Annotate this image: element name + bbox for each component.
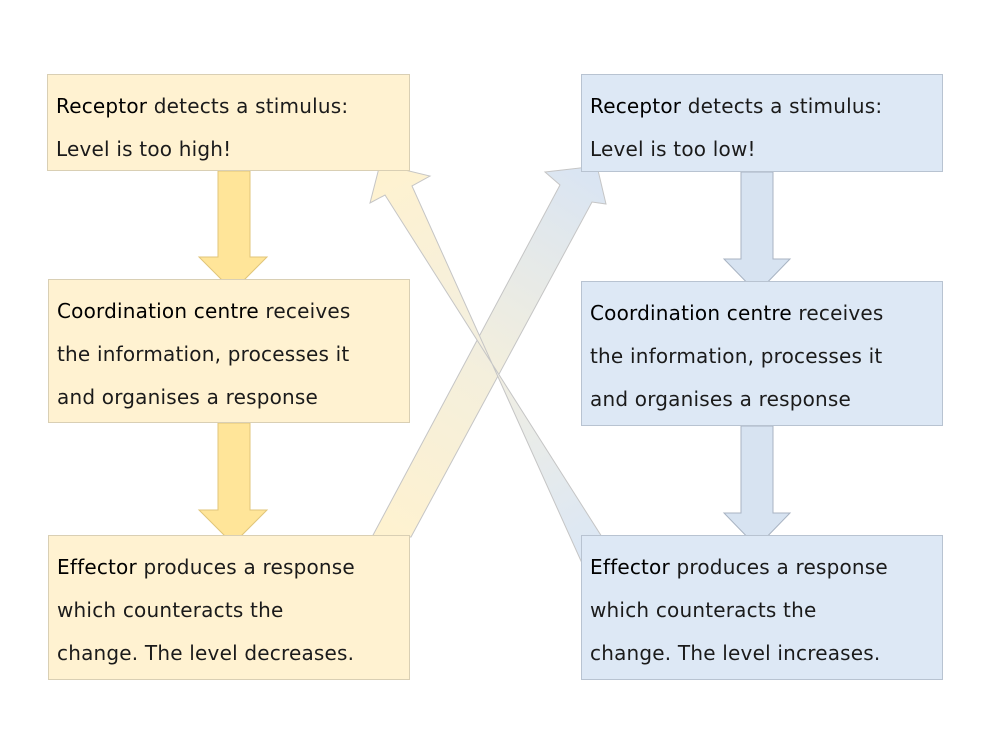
- left-effector-box: Effector produces a response which count…: [48, 535, 410, 680]
- right-coordination-line-1: Coordination centre receives: [590, 292, 934, 335]
- right-coordination-term: Coordination centre: [590, 301, 792, 325]
- left-receptor-text-1: detects a stimulus:: [147, 94, 349, 118]
- left-coordination-text-3: and organises a response: [57, 385, 319, 409]
- left-effector-text-2: which counteracts the: [57, 598, 284, 622]
- arrow-left-effector-to-right-receptor: [371, 165, 607, 538]
- right-effector-text-3: change. The level increases.: [590, 641, 881, 665]
- left-effector-text-3: change. The level decreases.: [57, 641, 355, 665]
- right-effector-box: Effector produces a response which count…: [581, 535, 943, 680]
- right-coordination-text-2: the information, processes it: [590, 344, 883, 368]
- left-receptor-line-1: Receptor detects a stimulus:: [56, 85, 401, 128]
- right-receptor-line-1: Receptor detects a stimulus:: [590, 85, 934, 128]
- arrow-left-coordination-to-effector: [197, 422, 269, 545]
- right-receptor-box: Receptor detects a stimulus: Level is to…: [581, 74, 943, 172]
- right-effector-text-2: which counteracts the: [590, 598, 817, 622]
- left-effector-text-1: produces a response: [136, 555, 355, 579]
- right-coordination-text-3: and organises a response: [590, 387, 852, 411]
- right-receptor-text-1: detects a stimulus:: [681, 94, 883, 118]
- left-coordination-box: Coordination centre receives the informa…: [48, 279, 410, 423]
- left-coordination-term: Coordination centre: [57, 299, 259, 323]
- left-coordination-text-2: the information, processes it: [57, 342, 350, 366]
- left-receptor-text-2: Level is too high!: [56, 137, 232, 161]
- arrow-right-receptor-to-coordination: [722, 171, 792, 294]
- right-effector-line-1: Effector produces a response: [590, 546, 934, 589]
- left-effector-term: Effector: [57, 555, 137, 579]
- right-receptor-text-2: Level is too low!: [590, 137, 756, 161]
- right-effector-text-1: produces a response: [669, 555, 888, 579]
- right-effector-term: Effector: [590, 555, 670, 579]
- left-receptor-box: Receptor detects a stimulus: Level is to…: [47, 74, 410, 171]
- arrow-right-coordination-to-effector: [722, 425, 792, 548]
- arrow-left-receptor-to-coordination: [197, 170, 269, 292]
- left-receptor-term: Receptor: [56, 94, 148, 118]
- left-coordination-text-1: receives: [258, 299, 351, 323]
- right-coordination-text-1: receives: [791, 301, 884, 325]
- left-effector-line-1: Effector produces a response: [57, 546, 401, 589]
- right-coordination-box: Coordination centre receives the informa…: [581, 281, 943, 426]
- left-coordination-line-1: Coordination centre receives: [57, 290, 401, 333]
- right-receptor-term: Receptor: [590, 94, 682, 118]
